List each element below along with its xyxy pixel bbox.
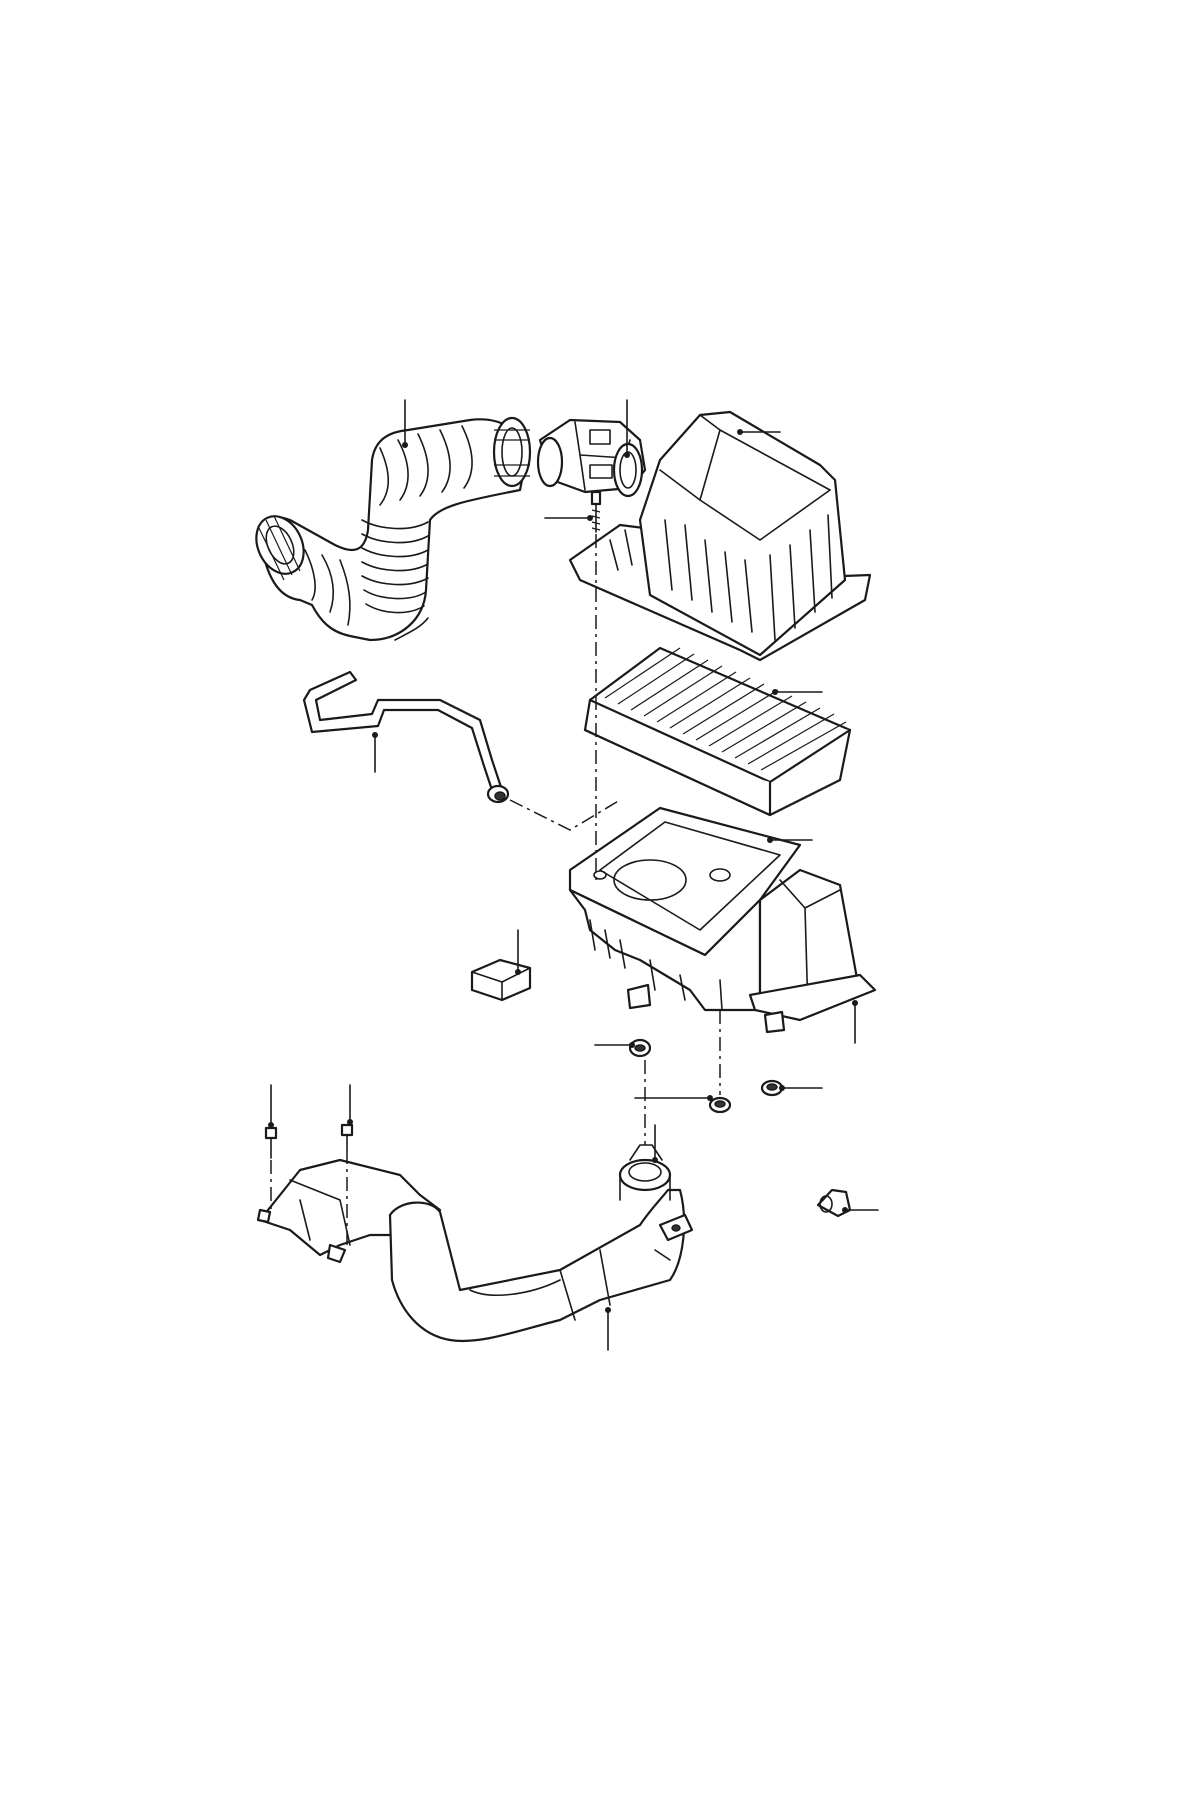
air-filter-housing-cover — [568, 410, 872, 662]
screw-right — [340, 1123, 354, 1151]
grommet-middle — [708, 1096, 732, 1114]
grommet-left — [628, 1038, 652, 1058]
air-filter-lower-housing — [568, 806, 877, 1034]
air-intake-hose — [255, 416, 532, 642]
mass-air-flow-sensor — [536, 418, 647, 498]
alignment-lines — [270, 534, 721, 1250]
callout-leaders — [268, 399, 879, 1351]
air-inlet-duct — [256, 1144, 694, 1342]
rubber-cap — [816, 1188, 852, 1218]
screw-left — [264, 1126, 278, 1159]
mounting-bolt — [590, 490, 602, 533]
foam-pad — [470, 958, 532, 1002]
breather-pipe — [302, 670, 510, 804]
air-filter-element — [583, 646, 852, 817]
